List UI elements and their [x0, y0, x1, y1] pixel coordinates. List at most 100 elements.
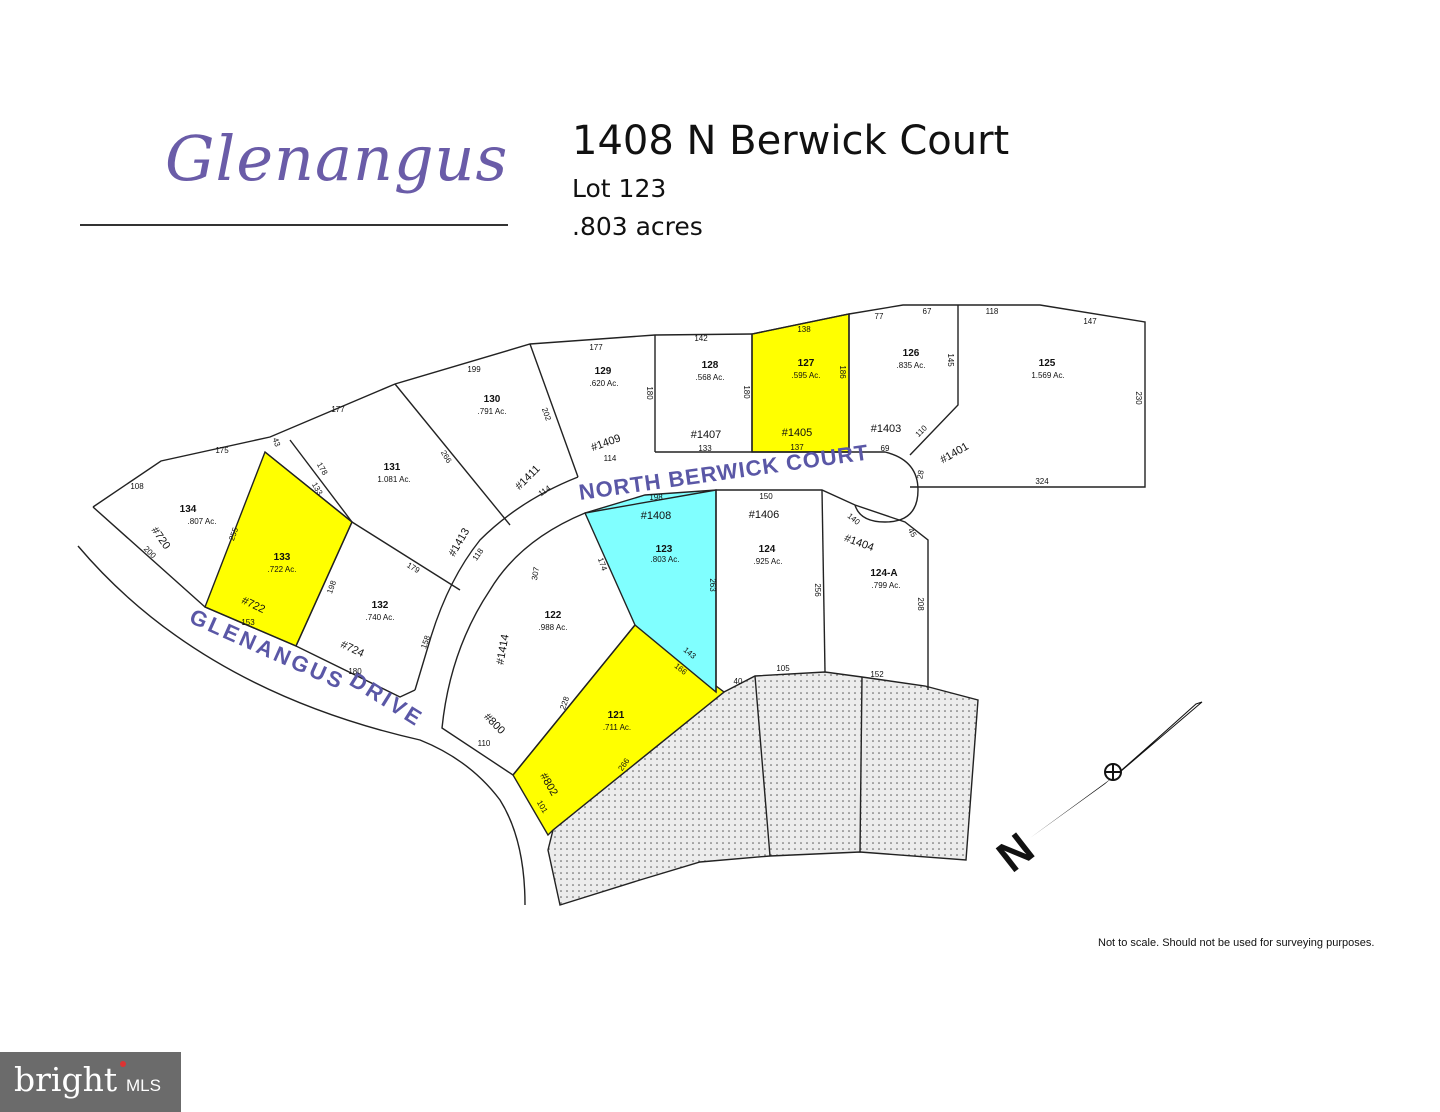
- lot-123-num: 123: [656, 544, 673, 555]
- dimension-label: 202: [540, 406, 553, 422]
- lot-121-acres: .711 Ac.: [603, 723, 631, 732]
- lot-125-acres: 1.569 Ac.: [1031, 371, 1064, 380]
- lot-127-num: 127: [798, 358, 815, 369]
- dimension-label: 137: [790, 443, 804, 452]
- lot-123-acres: .803 Ac.: [651, 555, 680, 564]
- dimension-label: 198: [325, 579, 338, 595]
- dimension-label: 145: [946, 353, 955, 367]
- mls-logo-text: MLS: [126, 1076, 161, 1095]
- lot-124a-acres: .799 Ac.: [872, 581, 901, 590]
- lot-131-acres: 1.081 Ac.: [377, 475, 410, 484]
- lot-127-acres: .595 Ac.: [792, 371, 821, 380]
- lot-122-num: 122: [545, 610, 562, 621]
- dimension-label: 228: [558, 695, 571, 711]
- lot-acreage: .803 acres: [572, 212, 703, 241]
- dimension-label: 114: [604, 454, 617, 463]
- dimension-label: 199: [467, 365, 481, 374]
- lot-124-num: 124: [759, 544, 776, 555]
- dimension-label: 28: [915, 469, 926, 480]
- dimension-label: 40: [734, 677, 743, 686]
- dimension-label: 150: [759, 492, 773, 501]
- north-berwick-court-label: NORTH BERWICK COURT: [577, 440, 870, 505]
- dimension-label: 307: [530, 566, 541, 581]
- dimension-label: 177: [331, 405, 345, 414]
- glenangus-logo: Glenangus: [165, 122, 509, 195]
- lot-number: Lot 123: [572, 174, 667, 203]
- lot-134-acres: .807 Ac.: [188, 517, 217, 526]
- dimension-label: 180: [645, 386, 654, 400]
- lot-132-num: 132: [372, 600, 389, 611]
- address-label: #1401: [938, 441, 970, 467]
- dimension-label: 43: [271, 436, 283, 448]
- dimension-label: 175: [215, 446, 229, 455]
- dimension-label: 67: [923, 307, 932, 316]
- property-title: 1408 N Berwick Court: [572, 118, 1010, 164]
- address-label: #1403: [871, 423, 902, 435]
- dimension-label: 158: [419, 634, 432, 650]
- address-label: #1404: [843, 532, 876, 554]
- dimension-label: 266: [439, 449, 454, 466]
- dimension-label: 142: [694, 334, 708, 343]
- dimension-label: 324: [1035, 477, 1049, 486]
- bright-mls-badge: bright MLS: [0, 1052, 181, 1112]
- bright-logo-dot: [120, 1061, 126, 1067]
- lot-133-acres: .722 Ac.: [268, 565, 297, 574]
- lot-124-acres: .925 Ac.: [754, 557, 783, 566]
- dimension-label: 230: [1134, 391, 1143, 405]
- address-label: #1409: [590, 432, 623, 454]
- glenangus-drive-label-2: DRIVE: [345, 667, 428, 732]
- address-label: #724: [339, 639, 366, 660]
- dimension-label: 256: [813, 583, 822, 597]
- dimension-label: 118: [986, 307, 999, 316]
- lot-131-num: 131: [384, 462, 401, 473]
- lot-134-num: 134: [180, 504, 197, 515]
- dimension-label: 114: [537, 483, 553, 498]
- address-label: #1408: [641, 510, 672, 522]
- lot-128-num: 128: [702, 360, 719, 371]
- dimension-label: 255: [227, 526, 240, 542]
- logo-underline: [80, 224, 508, 226]
- lot-130-acres: .791 Ac.: [478, 407, 507, 416]
- address-label: #1411: [513, 463, 543, 493]
- dimension-label: 180: [742, 385, 751, 399]
- dimension-label: 133: [698, 444, 712, 453]
- dimension-label: 186: [838, 365, 847, 379]
- address-label: #1414: [494, 633, 511, 665]
- dimension-label: 208: [916, 597, 925, 611]
- address-label: #800: [481, 711, 507, 737]
- lot-132-acres: .740 Ac.: [366, 613, 395, 622]
- dimension-label: 200: [142, 544, 158, 560]
- lot-126-num: 126: [903, 348, 920, 359]
- lot-122-acres: .988 Ac.: [539, 623, 568, 632]
- dimension-label: 198: [649, 493, 663, 502]
- address-label: #1407: [691, 429, 722, 441]
- dimension-label: 263: [708, 578, 717, 592]
- address-label: #1406: [749, 509, 780, 521]
- dimension-label: 153: [241, 618, 255, 627]
- dimension-label: 179: [405, 561, 422, 576]
- lot-128-acres: .568 Ac.: [696, 373, 725, 382]
- lot-126-acres: .835 Ac.: [897, 361, 926, 370]
- dimension-label: 152: [870, 670, 884, 679]
- lot-129-num: 129: [595, 366, 612, 377]
- lot-125-num: 125: [1039, 358, 1056, 369]
- dimension-label: 105: [776, 664, 790, 673]
- dimension-label: 69: [881, 444, 890, 453]
- dimension-label: 110: [478, 739, 491, 748]
- lot-124a-num: 124-A: [870, 568, 897, 579]
- dimension-label: 108: [130, 482, 144, 491]
- north-arrow-letter: N: [988, 824, 1043, 882]
- lot-121-num: 121: [608, 710, 625, 721]
- dimension-label: 138: [797, 325, 811, 334]
- dimension-label: 174: [596, 556, 609, 572]
- dimension-label: 180: [348, 667, 362, 676]
- bright-logo-text: bright: [14, 1060, 118, 1099]
- lot-130-num: 130: [484, 394, 501, 405]
- dimension-label: 177: [589, 343, 603, 352]
- disclaimer-note: Not to scale. Should not be used for sur…: [1098, 937, 1375, 949]
- address-label: #1413: [447, 526, 473, 558]
- dimension-label: 77: [875, 312, 884, 321]
- address-label: #1405: [782, 427, 813, 439]
